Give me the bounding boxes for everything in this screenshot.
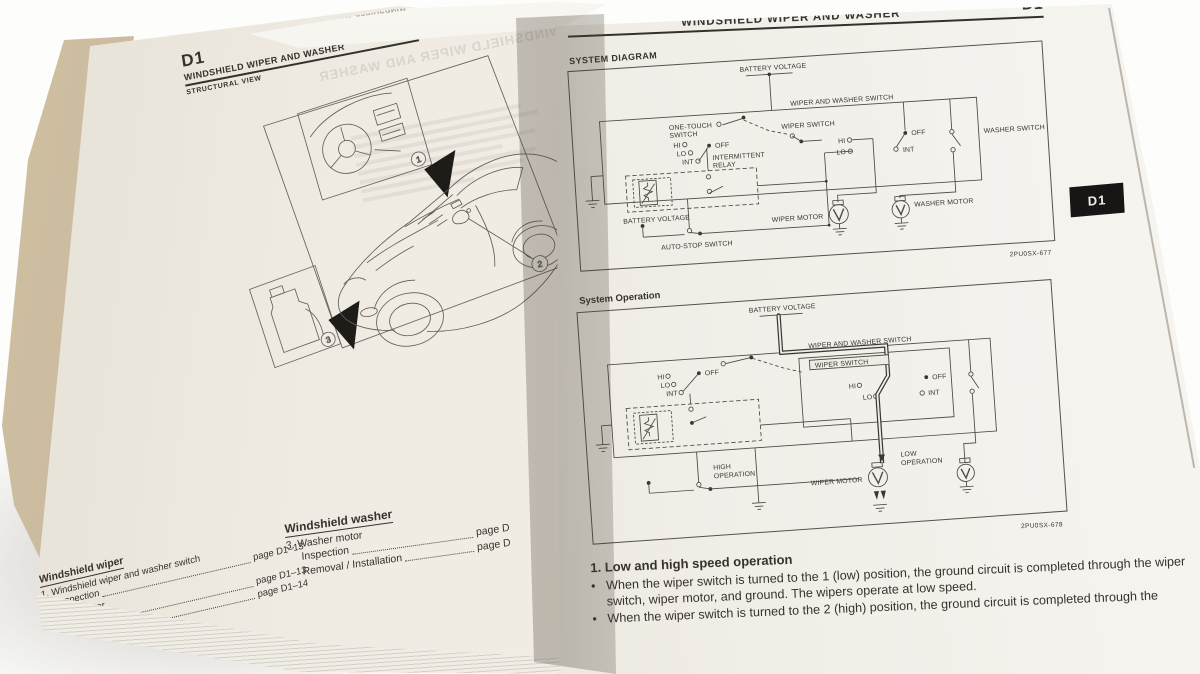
label-switch-box: WIPER AND WASHER SWITCH bbox=[790, 94, 894, 108]
label-high-op-2: OPERATION bbox=[714, 470, 756, 480]
switch-outline bbox=[599, 96, 983, 205]
label-hi-left: HI bbox=[673, 142, 681, 149]
bullet-glyph: • bbox=[590, 578, 596, 593]
label-lo-right: LO bbox=[863, 394, 873, 402]
battery-feed bbox=[745, 72, 793, 111]
system-operation-figure: BATTERY VOLTAGE WIPER AND WASHER SWITCH … bbox=[576, 278, 1068, 545]
entry-page: page D bbox=[476, 536, 511, 554]
label-battery-top: BATTERY VOLTAGE bbox=[739, 62, 806, 73]
callout-3: 3 bbox=[325, 334, 333, 345]
label-relay-1: INTERMITTENT bbox=[712, 151, 765, 161]
label-off-left: OFF bbox=[705, 369, 720, 377]
label-auto-stop: AUTO-STOP SWITCH bbox=[661, 240, 733, 252]
label-off-left: OFF bbox=[715, 142, 730, 150]
callout-2-leader bbox=[467, 217, 532, 259]
pointer-wedge-top bbox=[424, 150, 456, 198]
label-wiper-switch: WIPER SWITCH bbox=[815, 359, 869, 370]
washer-reservoir-inset: 3 bbox=[248, 265, 342, 369]
callout-1: 1 bbox=[415, 154, 423, 165]
wiper-motor-symbol bbox=[868, 461, 888, 512]
auto-stop-switch bbox=[646, 451, 860, 494]
label-wiper-motor: WIPER MOTOR bbox=[771, 213, 823, 223]
label-hi-left: HI bbox=[657, 374, 665, 381]
right-section-code: D1 bbox=[1021, 0, 1044, 14]
bullet-glyph: • bbox=[592, 611, 598, 626]
label-lo-left: LO bbox=[661, 382, 671, 390]
label-battery-top: BATTERY VOLTAGE bbox=[749, 303, 816, 315]
one-touch-switch bbox=[720, 355, 802, 373]
label-int-left: INT bbox=[666, 390, 679, 398]
wiper-switch-left-positions bbox=[682, 141, 711, 171]
label-battery-left: BATTERY VOLTAGE bbox=[623, 214, 690, 225]
intermittent-relay bbox=[625, 398, 853, 450]
left-page-header-block: D1 WINDSHIELD WIPER AND WASHER STRUCTURA… bbox=[180, 6, 566, 414]
ground-left bbox=[595, 424, 612, 452]
ground-left bbox=[585, 175, 604, 208]
label-wiper-motor: WIPER MOTOR bbox=[811, 476, 863, 487]
label-high-op-1: HIGH bbox=[713, 463, 731, 471]
high-operation-wire bbox=[751, 447, 766, 510]
label-one-touch-1: ONE-TOUCH bbox=[669, 122, 712, 132]
label-lo-left: LO bbox=[677, 150, 687, 158]
washer-motor-symbol bbox=[891, 195, 910, 230]
washer-switch-contacts bbox=[963, 339, 980, 463]
label-int-left: INT bbox=[682, 158, 695, 166]
body-text: 1. Low and high speed operation • When t… bbox=[590, 533, 1200, 628]
dotted-leader bbox=[405, 551, 475, 562]
wiper-switch-main bbox=[789, 132, 877, 225]
label-one-touch-2: SWITCH bbox=[669, 131, 698, 140]
wiper-switch-left-positions bbox=[665, 370, 701, 404]
label-hi-right: HI bbox=[849, 383, 857, 390]
section-tab: D1 bbox=[1069, 182, 1125, 218]
right-page-content: WINDSHIELD WIPER AND WASHER D1 SYSTEM DI… bbox=[567, 0, 1200, 628]
label-hi-right: HI bbox=[838, 137, 846, 144]
structural-view-figure: 1 3 bbox=[248, 55, 566, 369]
intermittent-relay bbox=[625, 166, 827, 213]
label-washer-switch: WASHER SWITCH bbox=[984, 124, 1046, 135]
pointer-wedge-bottom bbox=[328, 300, 360, 350]
label-lo-right: LO bbox=[836, 149, 846, 157]
washer-motor-symbol bbox=[956, 457, 975, 493]
figure-frame bbox=[262, 55, 566, 349]
one-touch-switch bbox=[716, 115, 789, 135]
label-int-right: INT bbox=[928, 389, 941, 397]
system-diagram-figure: BATTERY VOLTAGE WIPER AND WASHER SWITCH … bbox=[567, 40, 1056, 272]
callout-2: 2 bbox=[537, 258, 543, 269]
label-relay-2: RELAY bbox=[713, 161, 737, 169]
label-int-right: INT bbox=[903, 146, 916, 154]
label-low-op-2: OPERATION bbox=[901, 457, 943, 467]
label-washer-motor: WASHER MOTOR bbox=[914, 197, 974, 208]
label-wiper-switch: WIPER SWITCH bbox=[781, 120, 835, 130]
callout-2-circle bbox=[531, 255, 549, 273]
label-low-op-1: LOW bbox=[900, 450, 917, 458]
label-off-right: OFF bbox=[932, 373, 947, 381]
auto-stop-switch bbox=[640, 198, 831, 238]
wiper-motor-symbol bbox=[828, 186, 877, 235]
index-windshield-washer: Windshield washer 3. Washer motor Inspec… bbox=[284, 489, 511, 582]
label-off-right: OFF bbox=[911, 129, 926, 137]
washer-rocker bbox=[893, 101, 908, 152]
dashboard-inset: 1 bbox=[297, 77, 433, 201]
